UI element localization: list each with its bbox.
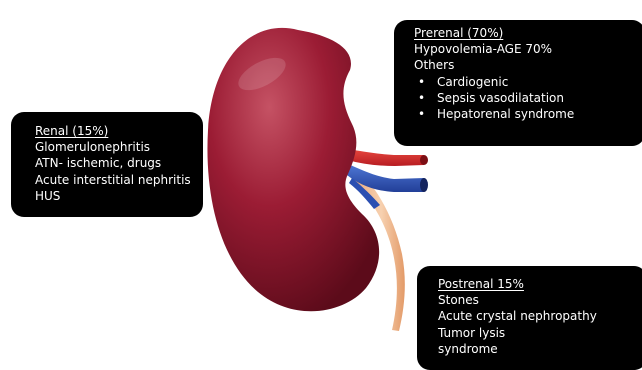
renal-box: Renal (15%) Glomerulonephritis ATN- isch… bbox=[11, 112, 203, 217]
postrenal-line: Tumor lysis bbox=[438, 325, 642, 341]
renal-line: HUS bbox=[35, 188, 203, 204]
postrenal-line: Stones bbox=[438, 292, 642, 308]
postrenal-box: Postrenal 15% Stones Acute crystal nephr… bbox=[417, 266, 642, 370]
renal-artery-opening bbox=[420, 155, 428, 165]
postrenal-line: Acute crystal nephropathy bbox=[438, 308, 642, 324]
prerenal-bullet-list: Cardiogenic Sepsis vasodilatation Hepato… bbox=[414, 74, 642, 123]
prerenal-title: Prerenal (70%) bbox=[414, 25, 642, 41]
prerenal-bullet: Cardiogenic bbox=[414, 74, 642, 90]
renal-title: Renal (15%) bbox=[35, 123, 203, 139]
prerenal-line: Hypovolemia-AGE 70% bbox=[414, 41, 642, 57]
prerenal-box: Prerenal (70%) Hypovolemia-AGE 70% Other… bbox=[394, 20, 642, 146]
prerenal-line: Others bbox=[414, 57, 642, 73]
prerenal-bullet: Sepsis vasodilatation bbox=[414, 90, 642, 106]
postrenal-line: syndrome bbox=[438, 341, 642, 357]
renal-artery bbox=[346, 149, 424, 166]
renal-line: Glomerulonephritis bbox=[35, 139, 203, 155]
renal-line: ATN- ischemic, drugs bbox=[35, 155, 203, 171]
renal-line: Acute interstitial nephritis bbox=[35, 172, 203, 188]
renal-vein-opening bbox=[420, 178, 428, 192]
prerenal-bullet: Hepatorenal syndrome bbox=[414, 106, 642, 122]
postrenal-title: Postrenal 15% bbox=[438, 276, 642, 292]
